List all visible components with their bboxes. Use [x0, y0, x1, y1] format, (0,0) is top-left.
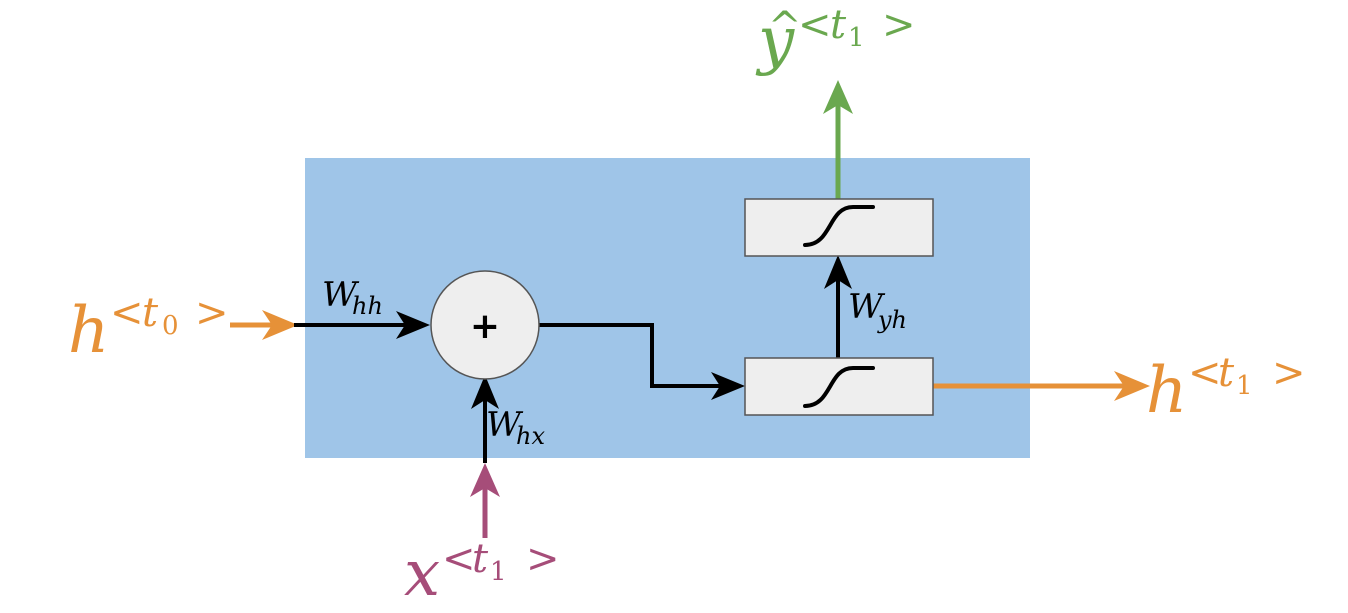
x-in-arrow [470, 463, 500, 538]
w-yh-label: W yh [848, 287, 907, 334]
hidden-activation-box [744, 357, 934, 416]
w-yh-arrow [824, 255, 852, 358]
sigmoid-icon [803, 205, 875, 247]
plus-symbol: + [470, 306, 500, 347]
sum-to-hidden-arrow [539, 323, 745, 400]
w-hh-arrow [294, 311, 430, 339]
y-out-label: y < t 1 > [755, 2, 916, 78]
h-prev-arrow [230, 310, 298, 340]
sigmoid-icon [803, 366, 875, 408]
w-hx-label: W hx [486, 405, 545, 450]
y-out-arrow [823, 80, 853, 199]
h-next-label: h < t 1 > [1146, 350, 1306, 428]
w-hx-arrow [471, 375, 499, 463]
output-activation-box [744, 198, 934, 257]
h-prev-label: h < t 0 > [68, 290, 229, 368]
y-hat-accent: ^ [768, 4, 802, 50]
w-hh-label: W hh [322, 275, 383, 320]
sum-node: + [430, 270, 540, 380]
h-next-arrow [933, 371, 1150, 401]
x-in-label: x < t 1 > [404, 536, 560, 611]
